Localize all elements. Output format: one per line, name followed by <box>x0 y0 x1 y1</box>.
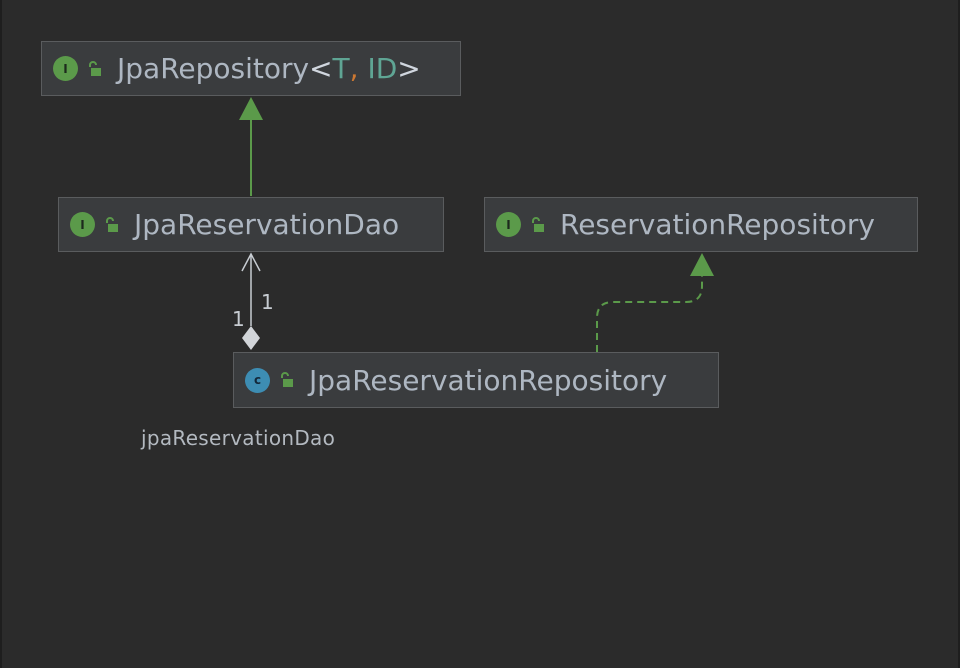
source-multiplicity-label: 1 <box>232 307 245 331</box>
implements-edge-arrowhead <box>690 253 714 276</box>
jpa-reservation-repository-node[interactable]: c JpaReservationRepository <box>233 352 719 408</box>
generic-close-bracket: > <box>397 52 421 85</box>
interface-icon: I <box>496 212 521 237</box>
composition-edge-diamond <box>242 326 260 350</box>
open-lock-icon <box>281 372 293 387</box>
reservation-repository-node[interactable]: I ReservationRepository <box>484 197 918 252</box>
jpa-reservation-dao-node[interactable]: I JpaReservationDao <box>58 197 444 252</box>
interface-icon: I <box>70 212 95 237</box>
type-param-t: T <box>332 52 350 85</box>
class-icon: c <box>245 367 270 393</box>
jpa-reservation-dao-name: JpaReservationDao <box>134 208 400 241</box>
interface-icon: I <box>53 56 78 81</box>
target-multiplicity-label: 1 <box>261 290 274 314</box>
composition-edge-open-arrow <box>241 252 261 272</box>
extends-edge-arrowhead <box>239 97 263 120</box>
jpa-repository-node[interactable]: I JpaRepository<T, ID> <box>41 41 461 96</box>
open-lock-icon <box>106 216 118 232</box>
open-lock-icon <box>89 60 101 76</box>
jpa-reservation-repository-name: JpaReservationRepository <box>309 363 668 397</box>
open-lock-icon <box>532 216 544 232</box>
type-param-id: ID <box>358 52 398 85</box>
jpa-repository-name: JpaRepository <box>117 52 310 85</box>
field-name-label: jpaReservationDao <box>141 426 336 450</box>
window-edge-left <box>0 0 2 668</box>
reservation-repository-name: ReservationRepository <box>560 208 875 241</box>
generic-open-bracket: < <box>309 52 333 85</box>
implements-edge-line[interactable] <box>596 276 703 352</box>
type-param-comma: , <box>349 52 359 85</box>
window-edge-right <box>958 0 960 668</box>
